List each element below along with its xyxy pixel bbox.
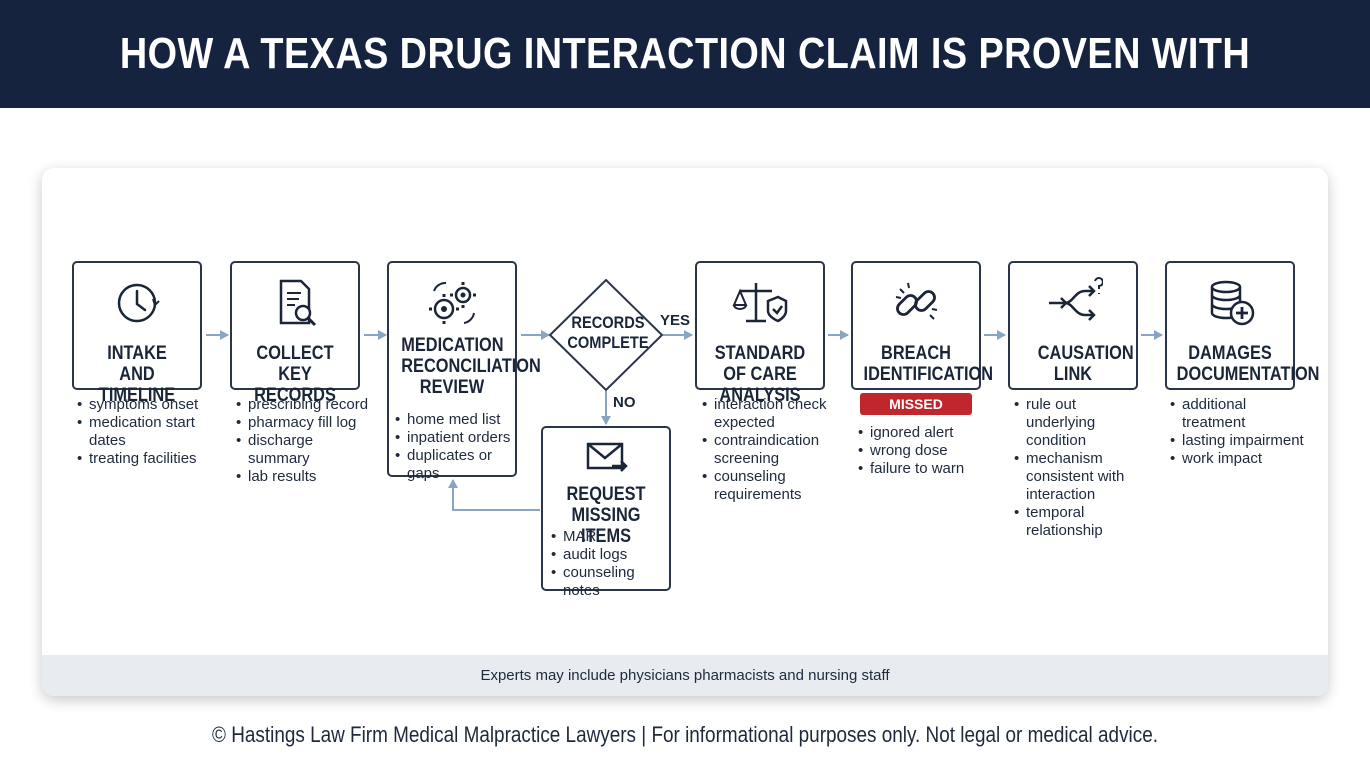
request-bullets: MAR audit logs counseling notes [551,528,671,600]
missed-warning-badge: MISSED WARNING [860,393,972,434]
list-item: wrong dose [858,442,988,460]
list-item: failure to warn [858,460,988,478]
broken-chain-icon [895,282,938,320]
list-item: temporal relationship [1014,504,1149,540]
list-item: home med list [395,411,515,429]
yes-label: YES [660,312,691,329]
intake-bullets: symptoms onset medication start dates tr… [77,396,207,468]
decision-label: RECORDS COMPLETE [567,313,649,352]
step-collect-records: COLLECT KEY RECORDS [230,261,360,406]
list-item: lab results [236,468,376,486]
list-item: prescribing record [236,396,376,414]
breach-bullets: ignored alert wrong dose failure to warn [858,424,988,478]
page-title: HOW A TEXAS DRUG INTERACTION CLAIM IS PR… [119,29,1251,186]
step-title: BREACH IDENTIFICATION [863,343,994,385]
damages-bullets: additional treatment lasting impairment … [1170,396,1310,468]
branching-arrows-icon [1049,277,1103,321]
header-banner: HOW A TEXAS DRUG INTERACTION CLAIM IS PR… [0,0,1370,186]
step-breach-identification: BREACH IDENTIFICATION [851,261,994,390]
step-medication-reconciliation: MEDICATION RECONCILIATION REVIEW home me… [387,261,541,482]
list-item: work impact [1170,450,1310,468]
standard-bullets: interaction check expected contraindicat… [702,396,837,504]
list-item: symptoms onset [77,396,207,414]
list-item: discharge summary [236,432,376,468]
list-item: audit logs [551,546,671,564]
step-title: DAMAGES DOCUMENTATION [1176,343,1320,385]
list-item: pharmacy fill log [236,414,376,432]
clock-icon [117,283,160,323]
step-intake: INTAKE AND TIMELINE [72,261,202,406]
list-item: rule out underlying condition [1014,396,1149,450]
causation-bullets: rule out underlying condition mechanism … [1014,396,1149,540]
list-item: MAR [551,528,671,546]
list-item: mechanism consistent with interaction [1014,450,1149,504]
list-item: treating facilities [77,450,207,468]
list-item: additional treatment [1170,396,1310,432]
experts-note: Experts may include physicians pharmacis… [480,667,890,684]
step-causation-link: CAUSATION LINK [1008,261,1138,390]
envelope-icon [586,442,628,472]
list-item: lasting impairment [1170,432,1310,450]
decision-diamond [548,278,664,392]
step-standard-of-care: STANDARD OF CARE ANALYSIS [695,261,825,406]
gears-icon [429,282,476,324]
list-item: ignored alert [858,424,988,442]
scales-shield-icon [732,283,788,323]
step-damages-documentation: DAMAGES DOCUMENTATION [1165,261,1320,390]
copyright-disclaimer: © Hastings Law Firm Medical Malpractice … [212,722,1158,747]
list-item: duplicates or gaps [395,447,515,483]
list-item: contraindication screening [702,432,837,468]
list-item: counseling notes [551,564,671,600]
step-request-missing-items: REQUEST MISSING ITEMS MAR audit logs cou… [541,426,671,599]
list-item: medication start dates [77,414,207,450]
no-label: NO [613,394,636,411]
arrow-request-loop [448,479,540,511]
list-item: inpatient orders [395,429,515,447]
reconciliation-bullets: home med list inpatient orders duplicate… [395,411,515,483]
document-search-icon [279,279,317,327]
panel-footer: Experts may include physicians pharmacis… [42,655,1328,696]
coins-plus-icon [1210,280,1255,326]
list-item: interaction check expected [702,396,837,432]
records-bullets: prescribing record pharmacy fill log dis… [236,396,376,486]
list-item: counseling requirements [702,468,837,504]
step-title: CAUSATION LINK [1037,343,1134,385]
step-title: MEDICATION RECONCILIATION REVIEW [401,335,541,398]
